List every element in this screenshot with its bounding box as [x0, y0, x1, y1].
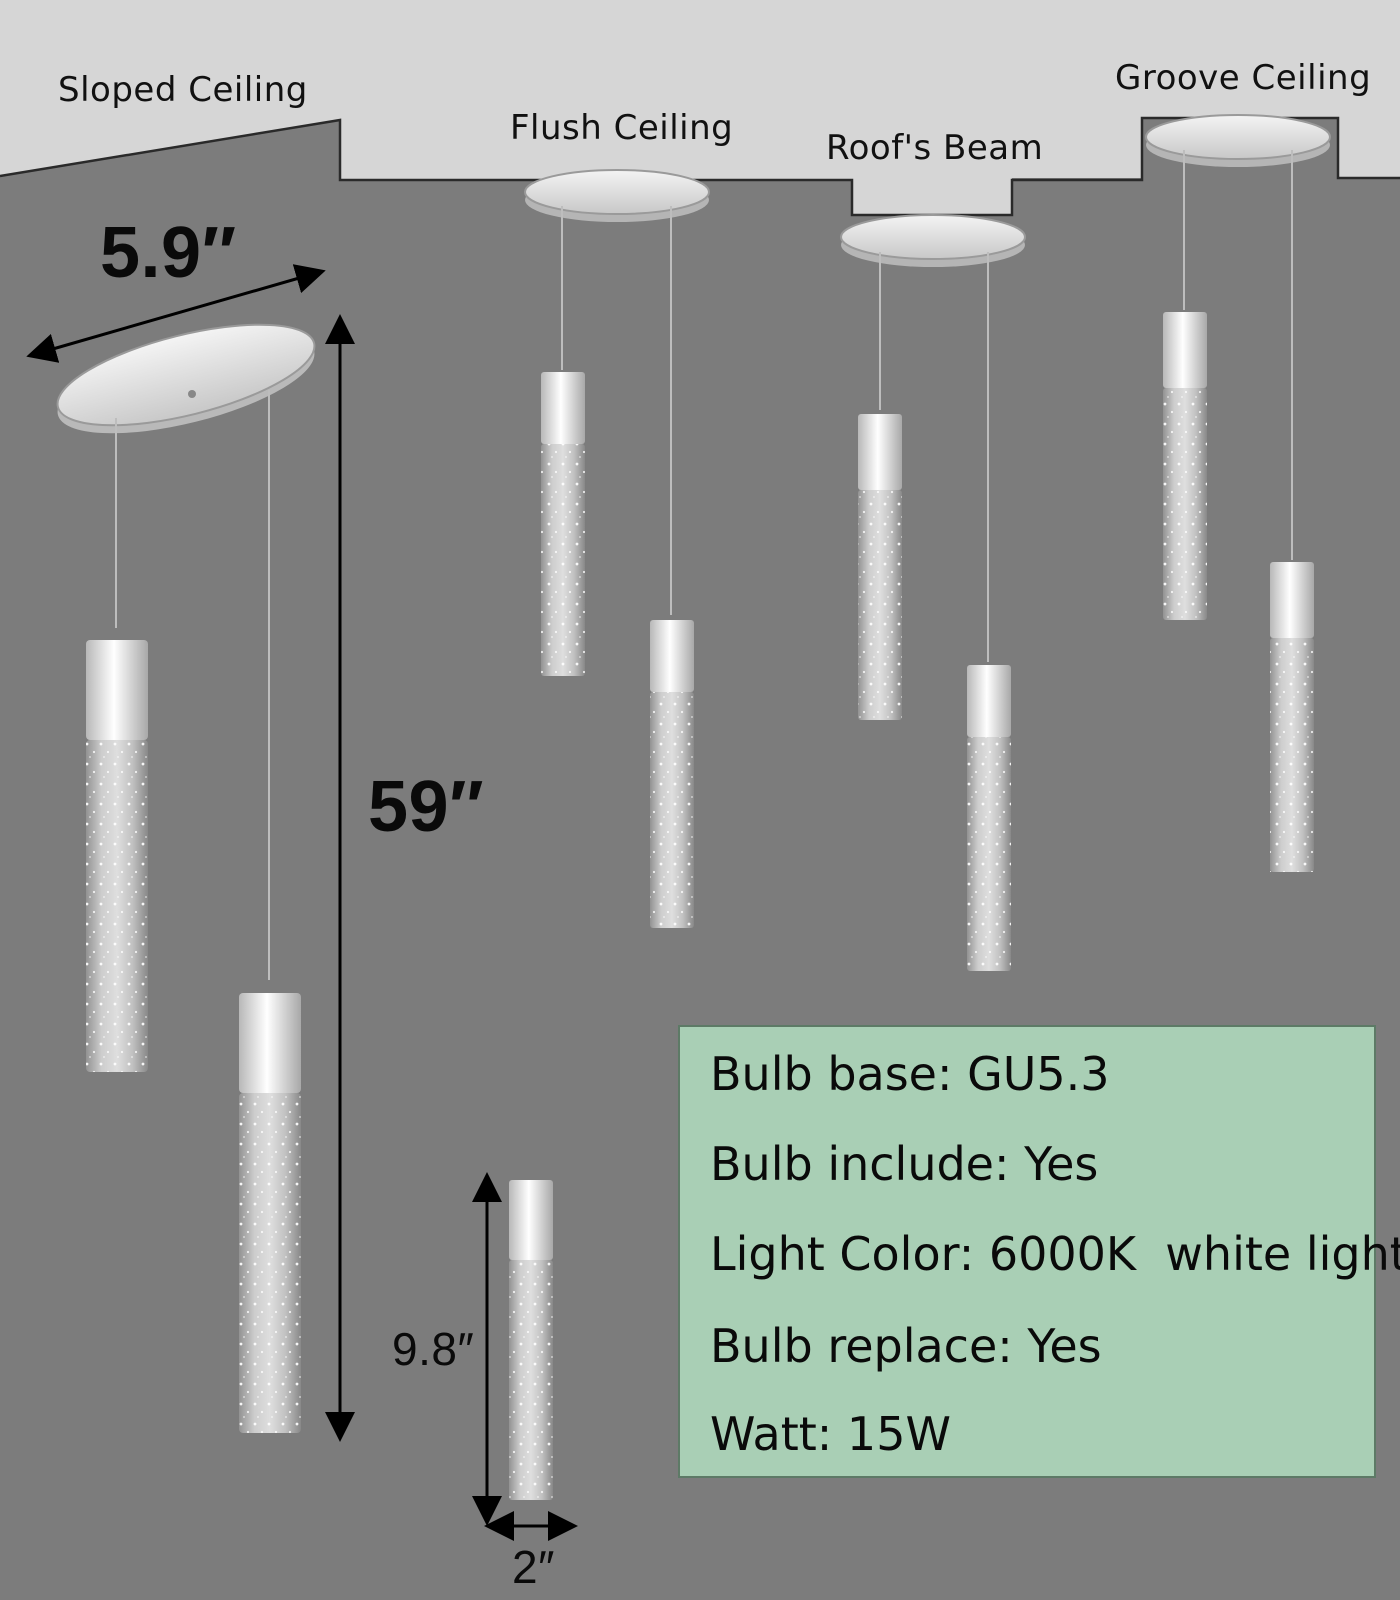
- tube-beam-1: [858, 414, 902, 720]
- tube-detail: [509, 1180, 553, 1500]
- canopy-diameter-label: 5.9″: [100, 213, 237, 293]
- spec-bulb-base: Bulb base: GU5.3: [710, 1047, 1110, 1101]
- ceiling-edge: [0, 116, 1400, 217]
- spec-bulb-include: Bulb include: Yes: [710, 1137, 1099, 1191]
- tube-beam-2: [967, 665, 1011, 971]
- tube-flush-2: [650, 620, 694, 928]
- tube-sloped-2: [239, 993, 301, 1433]
- width-arrow: [26, 264, 326, 363]
- sloped-ceiling-label: Sloped Ceiling: [58, 70, 308, 110]
- spec-watt: Watt: 15W: [710, 1407, 951, 1461]
- flush-ceiling-label: Flush Ceiling: [510, 108, 734, 148]
- tube-groove-2: [1270, 562, 1314, 872]
- sloped-canopy: [56, 323, 316, 434]
- tube-height-label: 9.8″: [392, 1323, 475, 1375]
- pendant-tubes: [86, 312, 1314, 1500]
- flush-canopy: [524, 169, 710, 222]
- total-height-label: 59″: [368, 767, 485, 847]
- spec-panel: Bulb base: GU5.3 Bulb include: Yes Light…: [678, 1025, 1400, 1478]
- spec-bulb-replace: Bulb replace: Yes: [710, 1319, 1102, 1373]
- spec-light-color: Light Color: 6000K white light: [710, 1227, 1400, 1281]
- groove-ceiling-label: Groove Ceiling: [1115, 58, 1372, 98]
- roof-beam-label: Roof's Beam: [826, 128, 1044, 168]
- tube-width-label: 2″: [512, 1541, 555, 1593]
- tube-groove-1: [1163, 312, 1207, 620]
- ceiling-shape: [0, 0, 1400, 215]
- tube-sloped-1: [86, 640, 148, 1072]
- tube-flush-1: [541, 372, 585, 676]
- groove-canopy: [1145, 114, 1331, 167]
- beam-canopy: [840, 214, 1026, 267]
